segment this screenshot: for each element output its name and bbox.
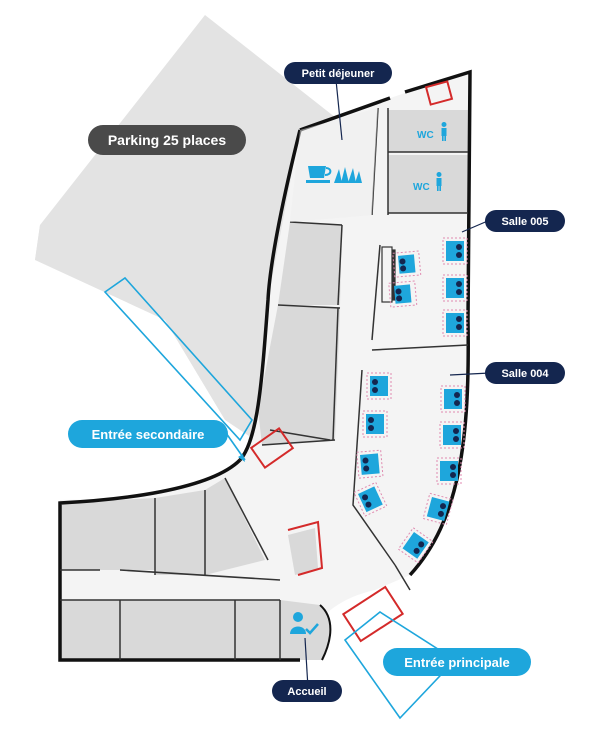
outer-wall-right	[404, 69, 472, 577]
reception-desk-zone	[288, 528, 318, 575]
desk	[353, 481, 388, 517]
reception-label: Accueil	[272, 680, 342, 702]
main-entrance-label: Entrée principale	[383, 648, 531, 676]
arrow-head	[238, 454, 245, 462]
wc-room-2	[388, 155, 468, 213]
grey-room-left-1	[278, 222, 342, 305]
secondary-entrance-label: Entrée secondaire	[68, 420, 228, 448]
person-icon	[436, 172, 442, 191]
desk	[436, 457, 462, 485]
grey-room-bottom-5	[120, 600, 235, 660]
croissant-icon	[334, 167, 362, 183]
desks-room-004	[353, 372, 466, 564]
person-icon	[441, 122, 447, 141]
wc-1: WC	[417, 122, 447, 141]
room-005-label-text: Salle 005	[501, 216, 548, 228]
benches	[381, 246, 396, 303]
desk	[362, 410, 388, 438]
desk	[442, 274, 468, 302]
outer-wall-bottom-right	[319, 604, 332, 661]
grey-room-bottom-2	[155, 490, 205, 575]
main-entrance-label-text: Entrée principale	[404, 655, 509, 670]
parking-label: Parking 25 places	[88, 125, 246, 155]
breakfast-label: Petit déjeuner	[284, 62, 392, 84]
reception-area	[280, 600, 331, 660]
room-004-label: Salle 004	[485, 362, 565, 384]
grey-room-left-2	[258, 305, 340, 445]
desk	[366, 372, 392, 400]
grey-room-bottom-1	[60, 498, 155, 570]
desk	[422, 492, 454, 526]
parking-corner	[35, 225, 100, 260]
outer-wall-top	[299, 96, 391, 132]
outer-wall-curve	[58, 458, 300, 662]
desk	[440, 385, 466, 413]
secondary-entrance-label-text: Entrée secondaire	[92, 427, 205, 442]
grey-room-bottom-4	[60, 600, 120, 660]
wc-label-2: WC	[413, 182, 430, 193]
reception-label-text: Accueil	[287, 686, 326, 698]
leader-lines	[304, 79, 491, 689]
desk	[442, 237, 468, 265]
wc-label-1: WC	[417, 130, 434, 141]
room-004-label-text: Salle 004	[501, 368, 549, 380]
outer-wall-left	[238, 129, 302, 462]
desk	[442, 309, 468, 337]
desk	[439, 421, 465, 449]
room-005-label: Salle 005	[485, 210, 565, 232]
breakfast-label-text: Petit déjeuner	[302, 68, 375, 80]
coffee-cup-icon	[306, 166, 332, 183]
wc-room-1	[388, 110, 468, 152]
parking-label-text: Parking 25 places	[108, 132, 227, 148]
breakfast-room	[290, 108, 378, 222]
grey-room-bottom-3	[205, 478, 265, 575]
receptionist-check-icon	[290, 612, 319, 635]
interior-walls	[60, 107, 469, 660]
grey-room-bottom-6	[235, 600, 280, 660]
doors	[249, 80, 454, 643]
wc-2: WC	[413, 172, 442, 193]
